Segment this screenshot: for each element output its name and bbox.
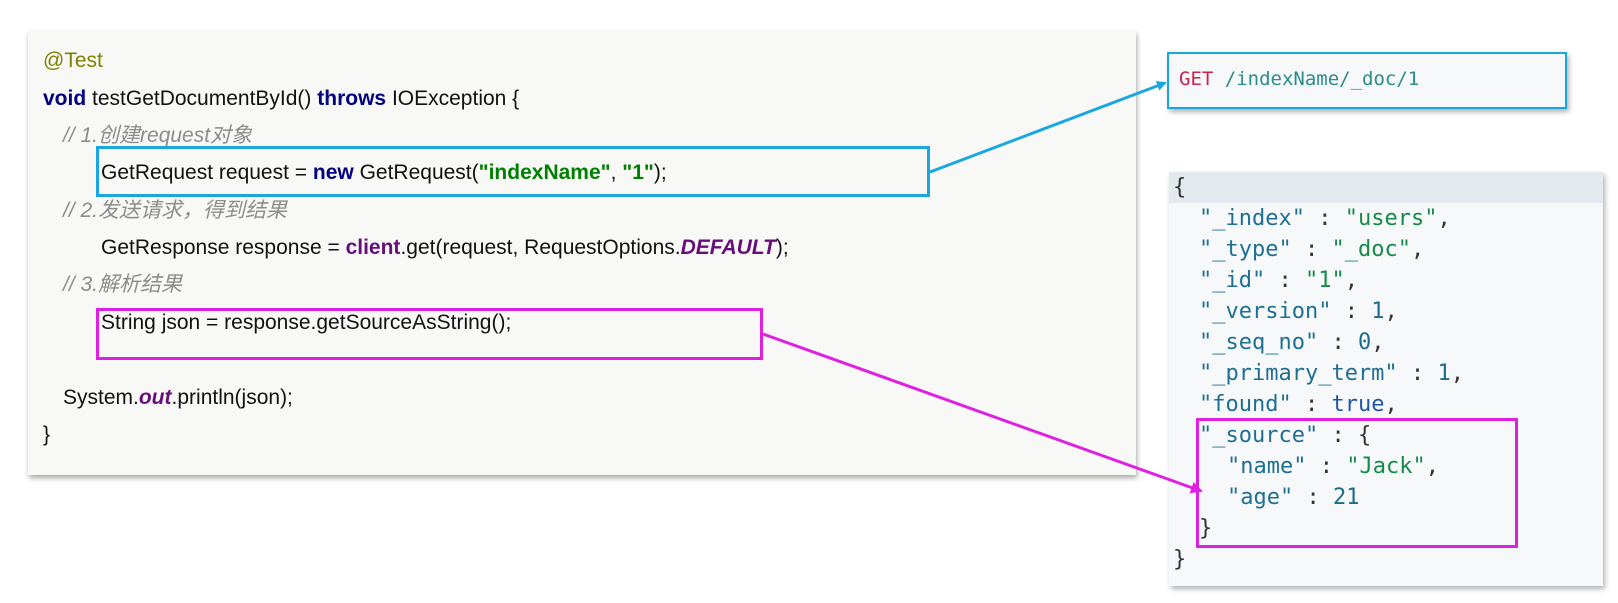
line-create-request: GetRequest request = new GetRequest("ind… xyxy=(101,159,667,187)
json-key: "_seq_no" xyxy=(1199,330,1319,355)
json-index-line: "_index" : "users", xyxy=(1199,206,1451,231)
keyword-void: void xyxy=(43,87,87,110)
code-panel: @Test void testGetDocumentById() throws … xyxy=(28,31,1136,475)
http-method: GET xyxy=(1179,68,1214,90)
json-value: 21 xyxy=(1332,485,1360,510)
json-value: "users" xyxy=(1344,206,1438,231)
line-get-source: String json = response.getSourceAsString… xyxy=(101,311,512,334)
out-field: out xyxy=(138,386,172,409)
get-request-line: GET /indexName/_doc/1 xyxy=(1179,68,1419,90)
json-value: "Jack" xyxy=(1346,454,1426,479)
json-key: "_version" xyxy=(1199,299,1332,324)
current-line-highlight xyxy=(1169,172,1603,203)
comment-send-request: // 2.发送请求，得到结果 xyxy=(63,199,288,222)
response-decl: GetResponse response = xyxy=(101,236,346,259)
keyword-new: new xyxy=(312,161,354,184)
println-call: .println(json); xyxy=(171,386,293,409)
json-key: "_id" xyxy=(1199,268,1266,293)
arrow-source-to-json xyxy=(762,332,1203,494)
request-ctor: GetRequest( xyxy=(353,161,479,184)
get-request-box: GET /indexName/_doc/1 xyxy=(1167,52,1567,109)
json-open-brace: { xyxy=(1173,175,1187,200)
json-name-line: "name" : "Jack", xyxy=(1227,454,1439,479)
close-paren: ); xyxy=(775,236,789,259)
client-field: client xyxy=(345,236,401,259)
comment-parse-result: // 3.解析结果 xyxy=(63,273,183,296)
default-constant: DEFAULT xyxy=(680,236,776,259)
json-value: 1 xyxy=(1371,299,1385,324)
request-decl: GetRequest request = xyxy=(101,161,313,184)
comment-create-request: // 1.创建request对象 xyxy=(63,124,253,147)
exception-type: IOException { xyxy=(386,87,520,110)
json-source-line: "_source" : { xyxy=(1199,423,1372,448)
json-key: "found" xyxy=(1199,392,1292,417)
json-key: "_type" xyxy=(1199,237,1292,262)
closing-brace: } xyxy=(43,423,51,446)
method-signature: void testGetDocumentById() throws IOExce… xyxy=(43,85,519,113)
json-value: "1" xyxy=(1304,268,1345,293)
line-print: System.out.println(json); xyxy=(63,384,293,412)
json-seq-line: "_seq_no" : 0, xyxy=(1199,330,1385,355)
get-source-highlight-box xyxy=(96,308,763,360)
json-version-line: "_version" : 1, xyxy=(1199,299,1398,324)
json-id-line: "_id" : "1", xyxy=(1199,268,1358,293)
json-value: 1 xyxy=(1437,361,1451,386)
string-doc-id: "1" xyxy=(622,161,654,184)
line-send-request: GetResponse response = client.get(reques… xyxy=(101,234,789,262)
string-index-name: "indexName" xyxy=(478,161,611,184)
method-name: testGetDocumentById() xyxy=(86,87,318,110)
json-value: 0 xyxy=(1357,330,1372,355)
json-value: "_doc" xyxy=(1331,237,1411,262)
json-type-line: "_type" : "_doc", xyxy=(1199,237,1425,262)
json-source-close: } xyxy=(1199,516,1213,541)
request-highlight-box xyxy=(96,146,930,197)
get-call: .get(request, RequestOptions. xyxy=(400,236,681,259)
json-key: "_primary_term" xyxy=(1199,361,1398,386)
arrow-request-to-get xyxy=(929,81,1167,174)
close-paren: ); xyxy=(653,161,667,184)
json-close-brace: } xyxy=(1173,547,1187,572)
json-term-line: "_primary_term" : 1, xyxy=(1199,361,1464,386)
json-key: "name" xyxy=(1227,454,1307,479)
json-found-line: "found" : true, xyxy=(1199,392,1398,417)
json-key: "_source" xyxy=(1199,423,1319,448)
annotation-test: @Test xyxy=(43,49,103,72)
json-response-panel: { "_index" : "users", "_type" : "_doc", … xyxy=(1169,172,1603,586)
json-key: "age" xyxy=(1227,485,1294,510)
system-class: System. xyxy=(63,386,139,409)
json-value: true xyxy=(1331,392,1385,417)
keyword-throws: throws xyxy=(317,87,387,110)
request-path: /indexName/_doc/1 xyxy=(1213,68,1420,90)
json-age-line: "age" : 21 xyxy=(1227,485,1360,510)
json-key: "_index" xyxy=(1199,206,1305,231)
comma: , xyxy=(610,161,623,184)
